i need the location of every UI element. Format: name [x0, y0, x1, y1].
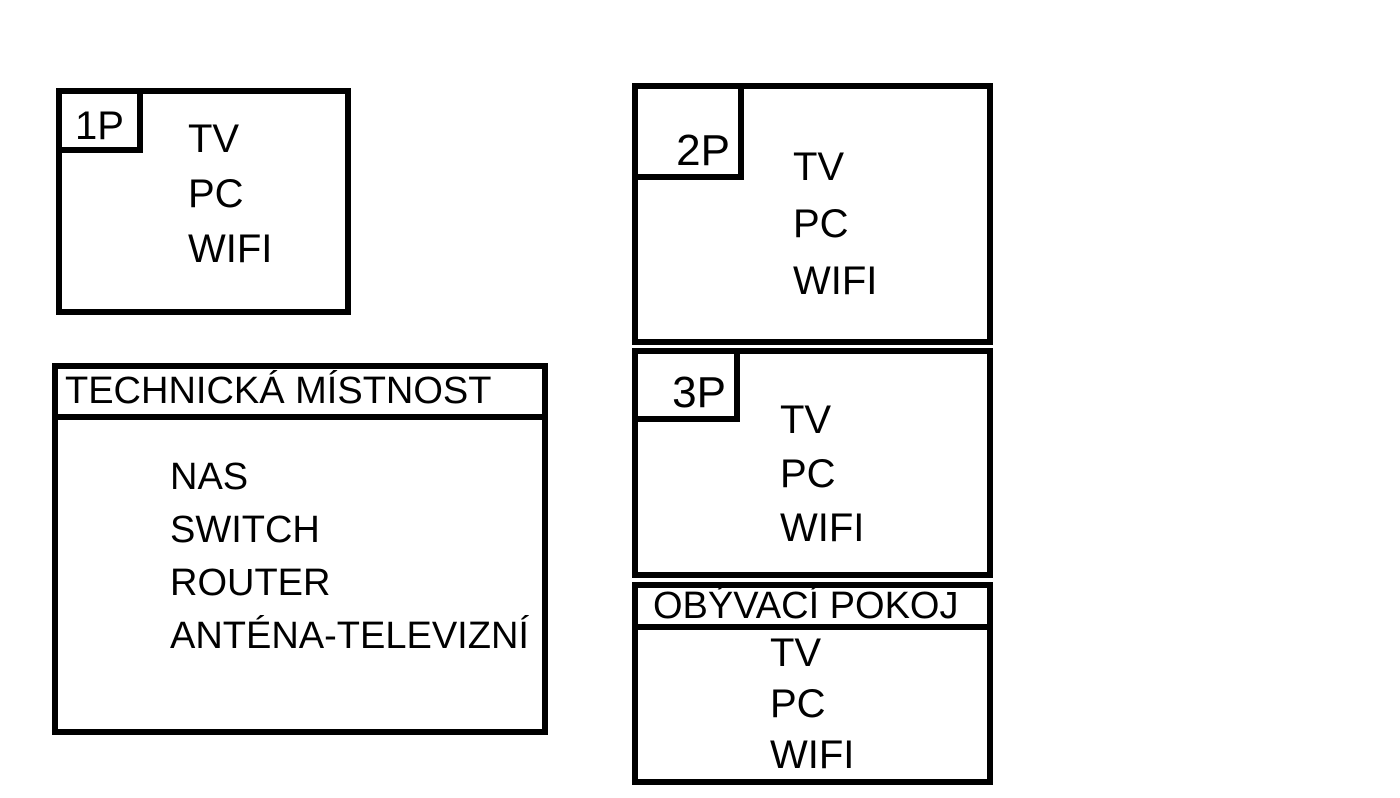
living-room-header: OBÝVACÍ POKOJ — [638, 584, 987, 630]
floor-2-label: 2P — [676, 126, 730, 176]
equipment-item: ANTÉNA-TELEVIZNÍ — [170, 615, 529, 657]
floor-2-device-list: TV PC WIFI — [793, 139, 877, 310]
device-item: PC — [188, 172, 244, 216]
floor-3-label: 3P — [672, 368, 726, 418]
equipment-item: NAS — [170, 456, 249, 498]
room-floor-2: 2P TV PC WIFI — [632, 83, 993, 345]
living-room-device-list: TV PC WIFI — [770, 628, 854, 781]
device-item: TV — [188, 117, 240, 161]
living-room-title: OBÝVACÍ POKOJ — [653, 584, 959, 627]
device-item: TV — [770, 631, 822, 675]
device-item: WIFI — [780, 506, 865, 550]
room-floor-3: 3P TV PC WIFI — [632, 348, 993, 578]
technical-room-equipment-list: NAS SWITCH ROUTER ANTÉNA-TELEVIZNÍ — [170, 451, 529, 663]
room-living: OBÝVACÍ POKOJ TV PC WIFI — [632, 582, 993, 785]
device-item: TV — [793, 145, 845, 189]
floor-3-label-box: 3P — [632, 348, 740, 422]
floor-1-label: 1P — [75, 104, 124, 148]
equipment-item: ROUTER — [170, 562, 331, 604]
technical-room-title: TECHNICKÁ MÍSTNOST — [65, 370, 492, 412]
device-item: PC — [770, 682, 826, 726]
floor-1-label-box: 1P — [56, 88, 143, 153]
equipment-item: SWITCH — [170, 509, 320, 551]
device-item: WIFI — [770, 733, 855, 777]
device-item: WIFI — [793, 259, 878, 303]
technical-room-header: TECHNICKÁ MÍSTNOST — [58, 369, 542, 420]
device-item: TV — [780, 398, 832, 442]
device-item: PC — [780, 452, 836, 496]
floor-3-device-list: TV PC WIFI — [780, 393, 864, 555]
room-floor-1: 1P TV PC WIFI — [56, 88, 351, 315]
floor-2-label-box: 2P — [632, 83, 744, 180]
device-item: WIFI — [188, 227, 273, 271]
device-item: PC — [793, 202, 849, 246]
room-technical: TECHNICKÁ MÍSTNOST NAS SWITCH ROUTER ANT… — [52, 363, 548, 735]
floor-1-device-list: TV PC WIFI — [188, 112, 272, 277]
